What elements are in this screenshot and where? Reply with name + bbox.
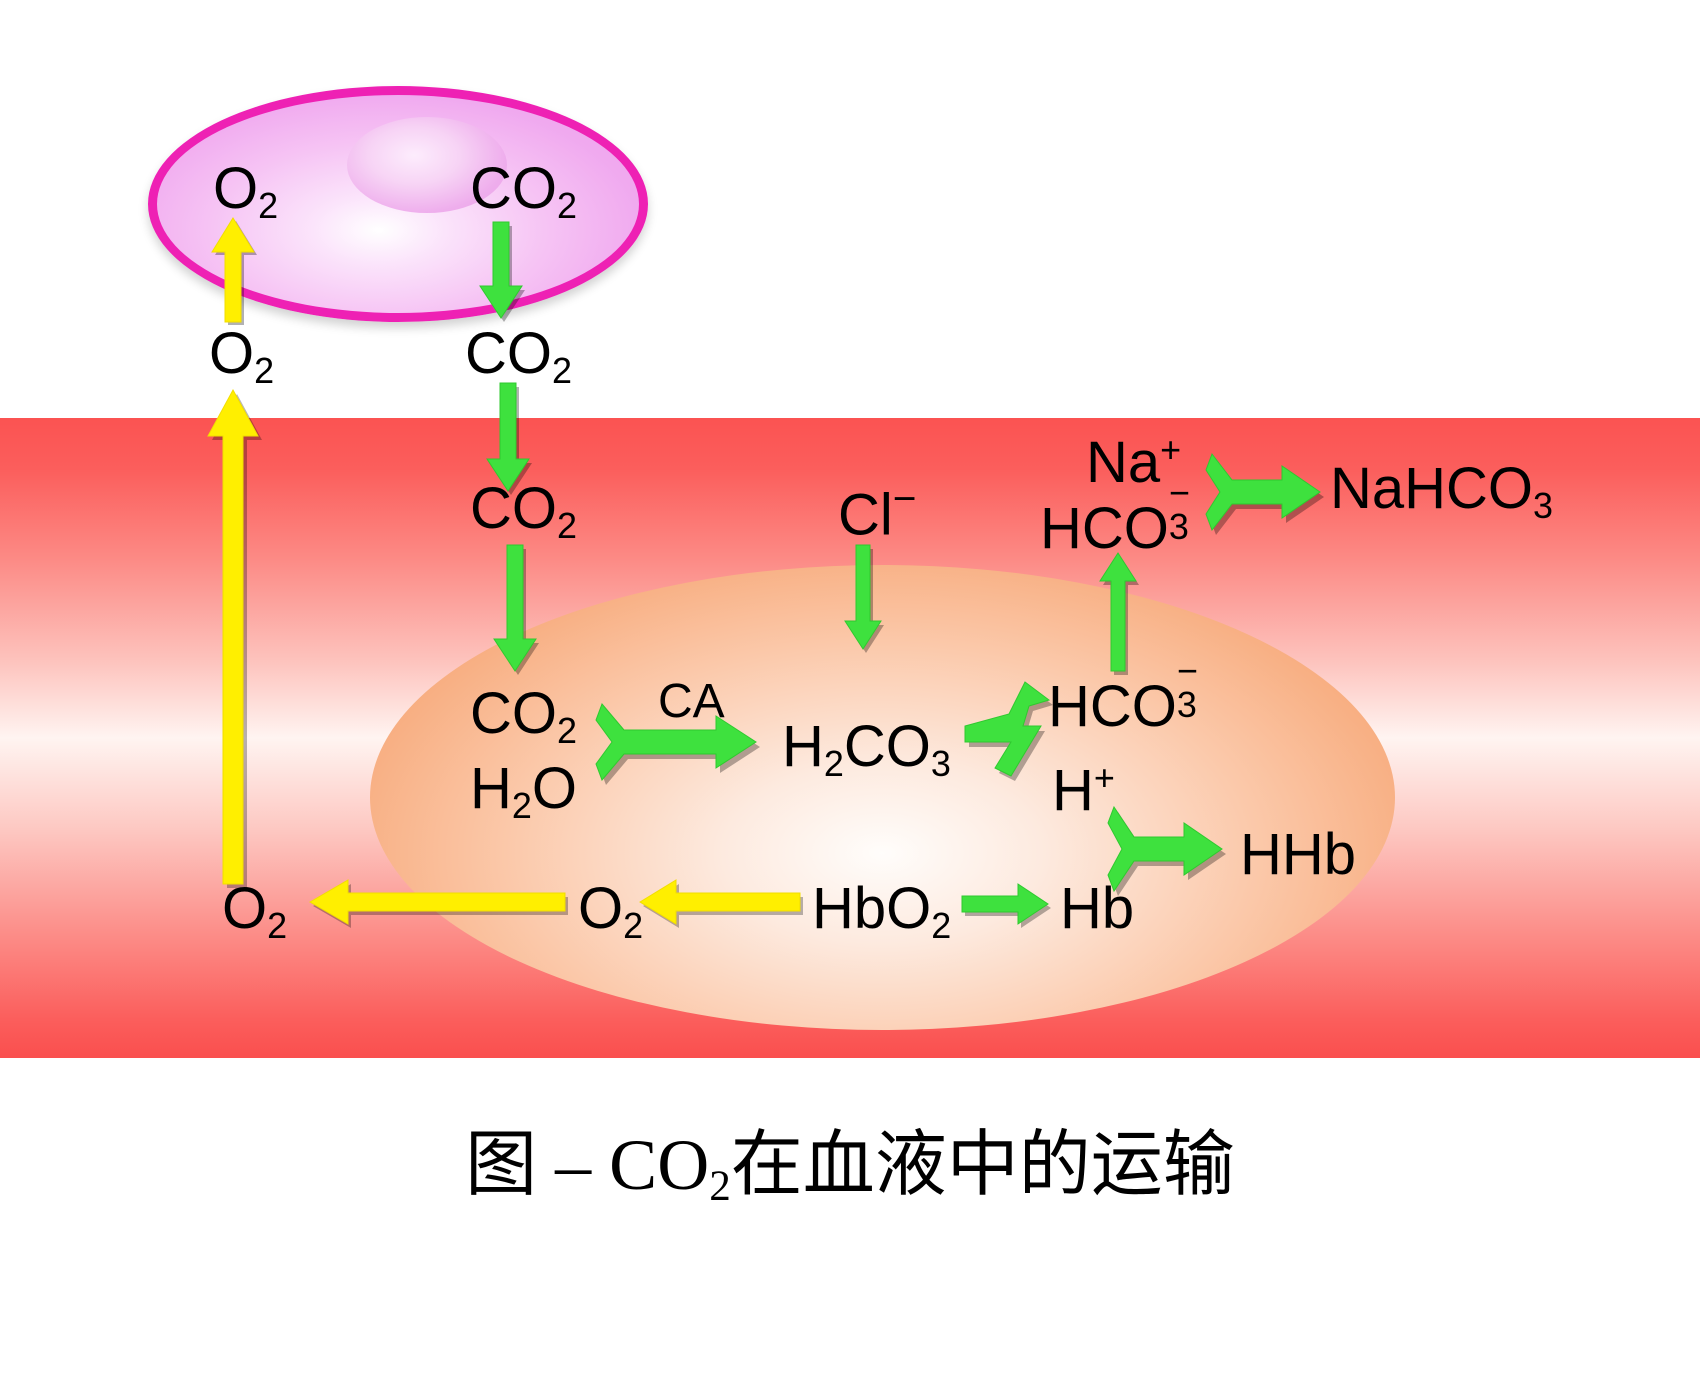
arrow-o2-out-of-rbc xyxy=(309,879,570,930)
label-na-plus-charge: + xyxy=(1160,429,1182,470)
label-rbc-o2-main: O xyxy=(578,876,624,941)
arrow-o2-to-tissue xyxy=(207,388,266,890)
label-rbc-co2: CO2 xyxy=(470,685,577,749)
label-plasma-o2-bottom-sub: 2 xyxy=(267,905,288,947)
label-cell-co2: CO2 xyxy=(470,160,577,224)
label-enzyme-ca-main: CA xyxy=(658,675,725,728)
label-hco3-rbc-charge: − xyxy=(1176,649,1198,691)
arrow-ca-merge xyxy=(595,700,776,790)
label-cl-minus-charge: − xyxy=(892,475,917,521)
arrow-o2-release-from-hbo2 xyxy=(639,879,805,930)
label-na-plus: Na+ xyxy=(1086,432,1181,492)
label-cell-o2-sub: 2 xyxy=(258,185,279,227)
arrow-o2-cell-uptake xyxy=(211,217,260,328)
label-plasma-o2-bottom: O2 xyxy=(222,880,287,944)
label-rbc-co2-main: CO xyxy=(470,681,557,746)
label-h2co3-sub1: 2 xyxy=(823,743,844,785)
label-hco3-rbc-charge-stack: −3 xyxy=(1176,652,1212,726)
label-hco3-plasma-main: HCO xyxy=(1040,496,1169,561)
label-hco3-rbc-main: HCO xyxy=(1048,674,1177,739)
label-hco3-plasma-charge: − xyxy=(1168,471,1190,513)
label-hco3-plasma: HCO−3 xyxy=(1040,474,1204,561)
label-enzyme-ca: CA xyxy=(658,678,725,726)
label-hhb-main: HHb xyxy=(1240,822,1357,887)
label-plasma-co2-mid-sub: 2 xyxy=(557,505,577,547)
label-h2co3-pre: H xyxy=(782,714,824,779)
figure-caption-suffix: 在血液中的运输 xyxy=(730,1125,1235,1205)
label-hbo2: HbO2 xyxy=(812,880,951,944)
arrow-hbo2-to-hb xyxy=(961,883,1052,928)
label-rbc-h2o-tail: O xyxy=(531,756,578,821)
label-plasma-o2-top-sub: 2 xyxy=(254,350,275,392)
label-plasma-co2-top: CO2 xyxy=(465,325,572,389)
label-hb: Hb xyxy=(1060,880,1134,938)
label-hco3-rbc: HCO−3 xyxy=(1048,652,1212,739)
label-cell-co2-main: CO xyxy=(470,156,557,221)
figure-caption: 图 – CO2在血液中的运输 xyxy=(0,1105,1700,1211)
label-hco3-plasma-charge-stack: −3 xyxy=(1168,474,1204,548)
label-h-plus-main: H xyxy=(1052,757,1094,823)
label-h-plus-charge: + xyxy=(1093,757,1115,798)
label-h-plus: H+ xyxy=(1052,760,1115,820)
label-cell-o2: O2 xyxy=(213,160,278,224)
arrow-co2-into-plasma xyxy=(486,382,535,495)
label-nahco3: NaHCO3 xyxy=(1330,460,1553,524)
label-plasma-co2-top-main: CO xyxy=(465,321,552,386)
label-plasma-co2-top-sub: 2 xyxy=(552,350,572,392)
label-plasma-co2-mid: CO2 xyxy=(470,480,577,544)
label-h2co3: H2CO3 xyxy=(782,718,951,782)
label-cl-minus: Cl− xyxy=(838,478,916,544)
label-plasma-co2-mid-main: CO xyxy=(470,476,557,541)
label-rbc-h2o-sub: 2 xyxy=(511,785,532,827)
label-hbo2-main: HbO xyxy=(812,876,932,941)
label-plasma-o2-top: O2 xyxy=(209,325,274,389)
label-rbc-o2: O2 xyxy=(578,880,643,944)
red-blood-cell xyxy=(370,565,1395,1030)
label-cl-minus-main: Cl xyxy=(838,482,893,548)
tissue-cell xyxy=(148,86,648,322)
figure-caption-prefix: 图 – CO xyxy=(465,1125,710,1205)
label-hbo2-sub: 2 xyxy=(931,905,952,947)
label-na-plus-main: Na xyxy=(1086,429,1161,495)
label-nahco3-sub: 3 xyxy=(1533,485,1554,527)
label-rbc-h2o: H2O xyxy=(470,760,577,824)
label-h2co3-mid: CO xyxy=(843,714,931,779)
arrow-cl-into-rbc xyxy=(844,544,887,655)
label-rbc-o2-sub: 2 xyxy=(623,905,644,947)
label-cell-o2-main: O xyxy=(213,156,259,221)
arrow-co2-cell-release xyxy=(479,221,528,322)
arrow-nahco3-merge xyxy=(1205,452,1334,538)
arrow-co2-into-rbc xyxy=(493,544,542,675)
arrow-h2co3-split xyxy=(964,681,1085,792)
arrow-hhb-merge xyxy=(1107,805,1236,899)
arrow-hco3-out-of-rbc xyxy=(1099,552,1142,678)
label-hhb: HHb xyxy=(1240,826,1356,884)
label-hb-main: Hb xyxy=(1060,876,1135,941)
label-h2co3-sub2: 3 xyxy=(930,743,951,785)
label-plasma-o2-bottom-main: O xyxy=(222,876,268,941)
label-rbc-co2-sub: 2 xyxy=(557,710,577,752)
label-hco3-rbc-sub: 3 xyxy=(1176,683,1197,725)
cell-nucleus xyxy=(347,117,507,213)
label-hco3-plasma-sub: 3 xyxy=(1168,505,1189,547)
label-rbc-h2o-main: H xyxy=(470,756,512,821)
label-cell-co2-sub: 2 xyxy=(557,185,577,227)
label-plasma-o2-top-main: O xyxy=(209,321,255,386)
figure-caption-sub: 2 xyxy=(709,1163,731,1211)
label-nahco3-main: NaHCO xyxy=(1330,456,1534,521)
